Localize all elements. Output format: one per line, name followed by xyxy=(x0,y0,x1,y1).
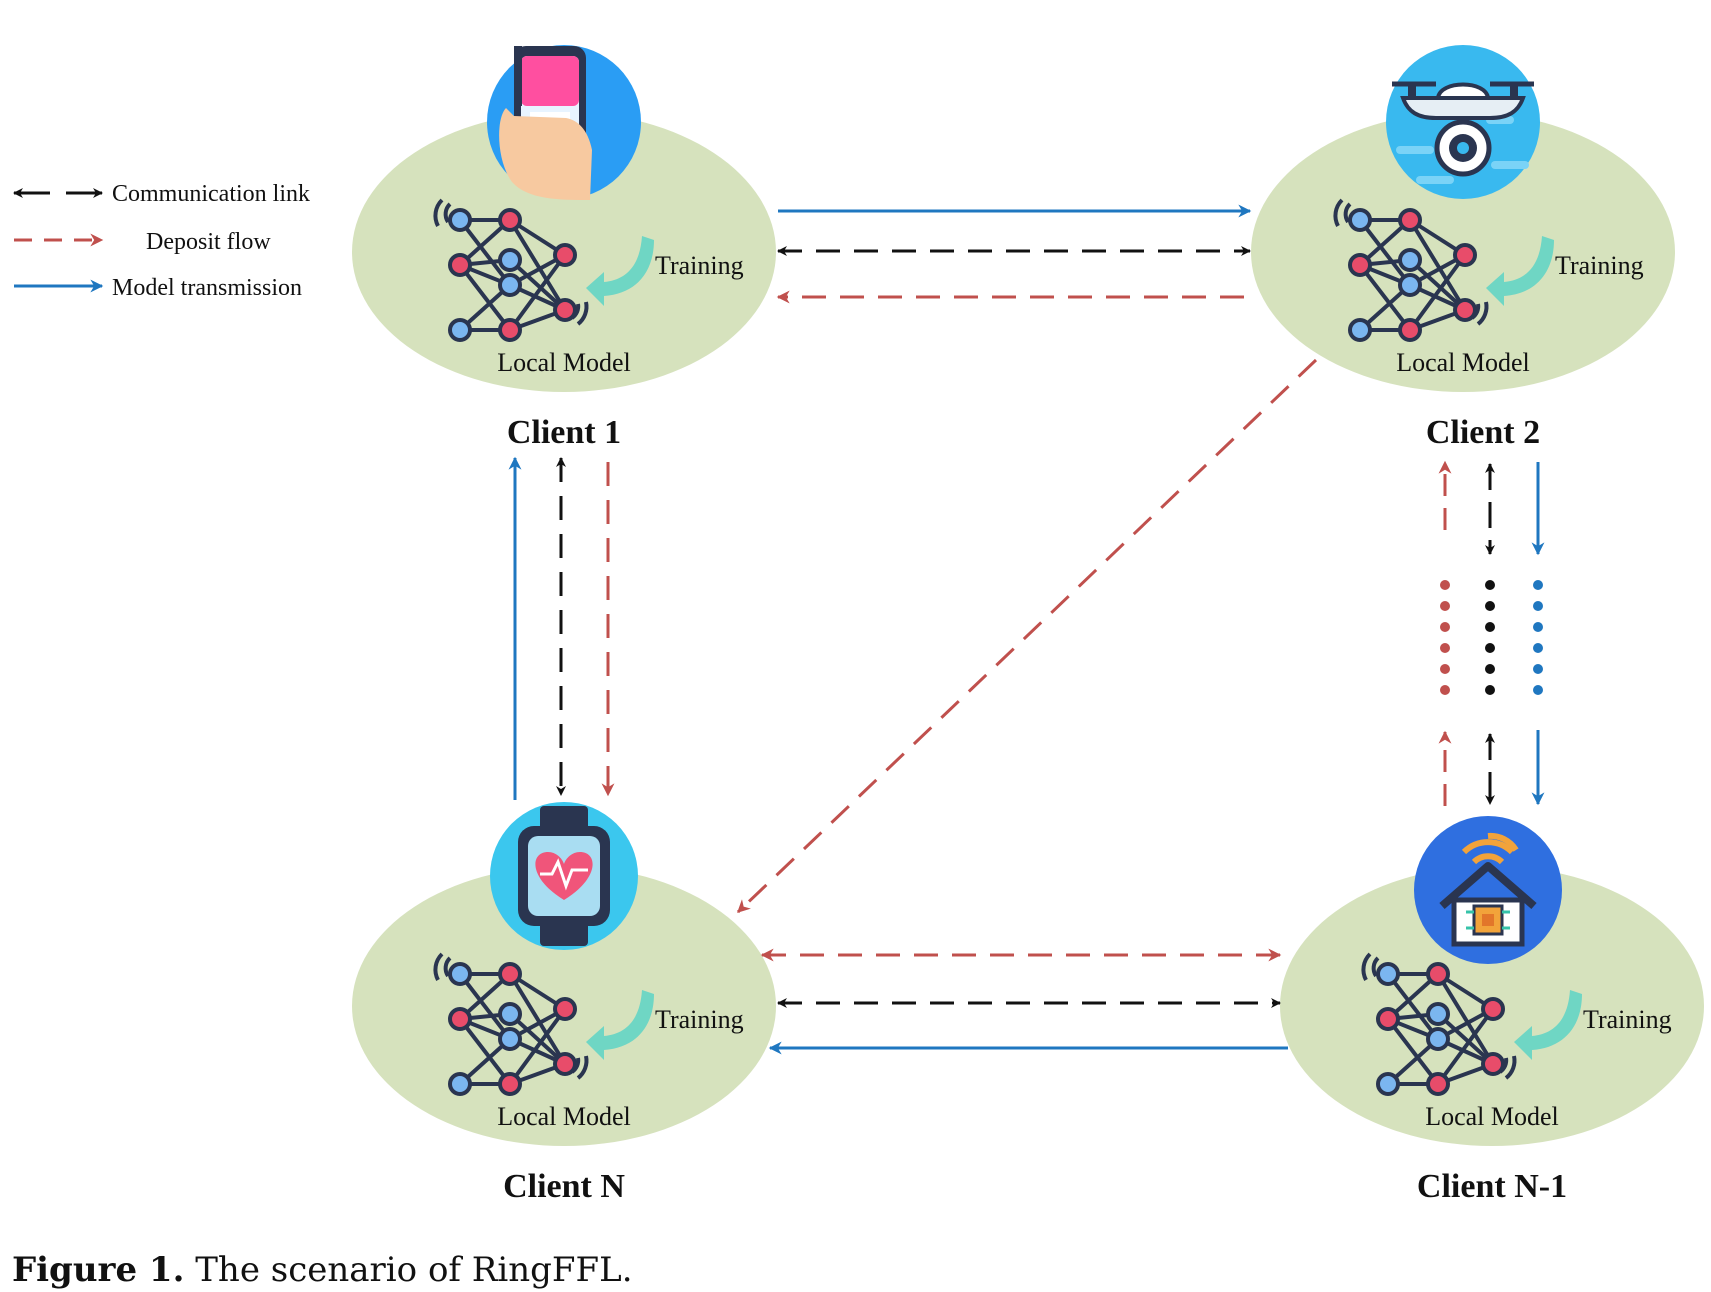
caption-text: The scenario of RingFFL. xyxy=(195,1250,633,1290)
client-2: Training Local Model Client 2 xyxy=(1333,45,1644,451)
legend-communication-label: Communication link xyxy=(112,181,310,207)
client-1: Training Local Model Client 1 xyxy=(433,45,744,451)
client-name: Client 1 xyxy=(507,414,621,451)
figure-caption: Figure 1. The scenario of RingFFL. xyxy=(12,1250,633,1290)
client-n: Training Local Model Client N xyxy=(433,802,744,1205)
local-model-label: Local Model xyxy=(1396,348,1530,377)
local-model-label: Local Model xyxy=(497,1102,631,1131)
legend-deposit-label: Deposit flow xyxy=(146,229,271,255)
training-label: Training xyxy=(655,1005,744,1034)
smartphone-icon xyxy=(487,45,641,200)
ellipsis-dots xyxy=(1440,580,1543,695)
right-chain xyxy=(1438,460,1545,806)
client-name: Client N-1 xyxy=(1417,1168,1567,1205)
client-name: Client N xyxy=(503,1168,625,1205)
training-label: Training xyxy=(1555,251,1644,280)
local-model-label: Local Model xyxy=(1425,1102,1559,1131)
legend-model-label: Model transmission xyxy=(112,275,302,301)
training-label: Training xyxy=(1583,1005,1672,1034)
smart-home-icon xyxy=(1414,816,1562,964)
deposit-arrow-2-to-n xyxy=(736,358,1318,914)
local-model-label: Local Model xyxy=(497,348,631,377)
client-name: Client 2 xyxy=(1426,414,1540,451)
drone-icon xyxy=(1386,45,1540,199)
client-n1: Training Local Model Client N-1 xyxy=(1361,816,1672,1205)
training-label: Training xyxy=(655,251,744,280)
legend: Communication link Deposit flow Model tr… xyxy=(13,181,310,301)
smartwatch-icon xyxy=(490,802,638,950)
caption-label: Figure 1. xyxy=(12,1250,185,1290)
